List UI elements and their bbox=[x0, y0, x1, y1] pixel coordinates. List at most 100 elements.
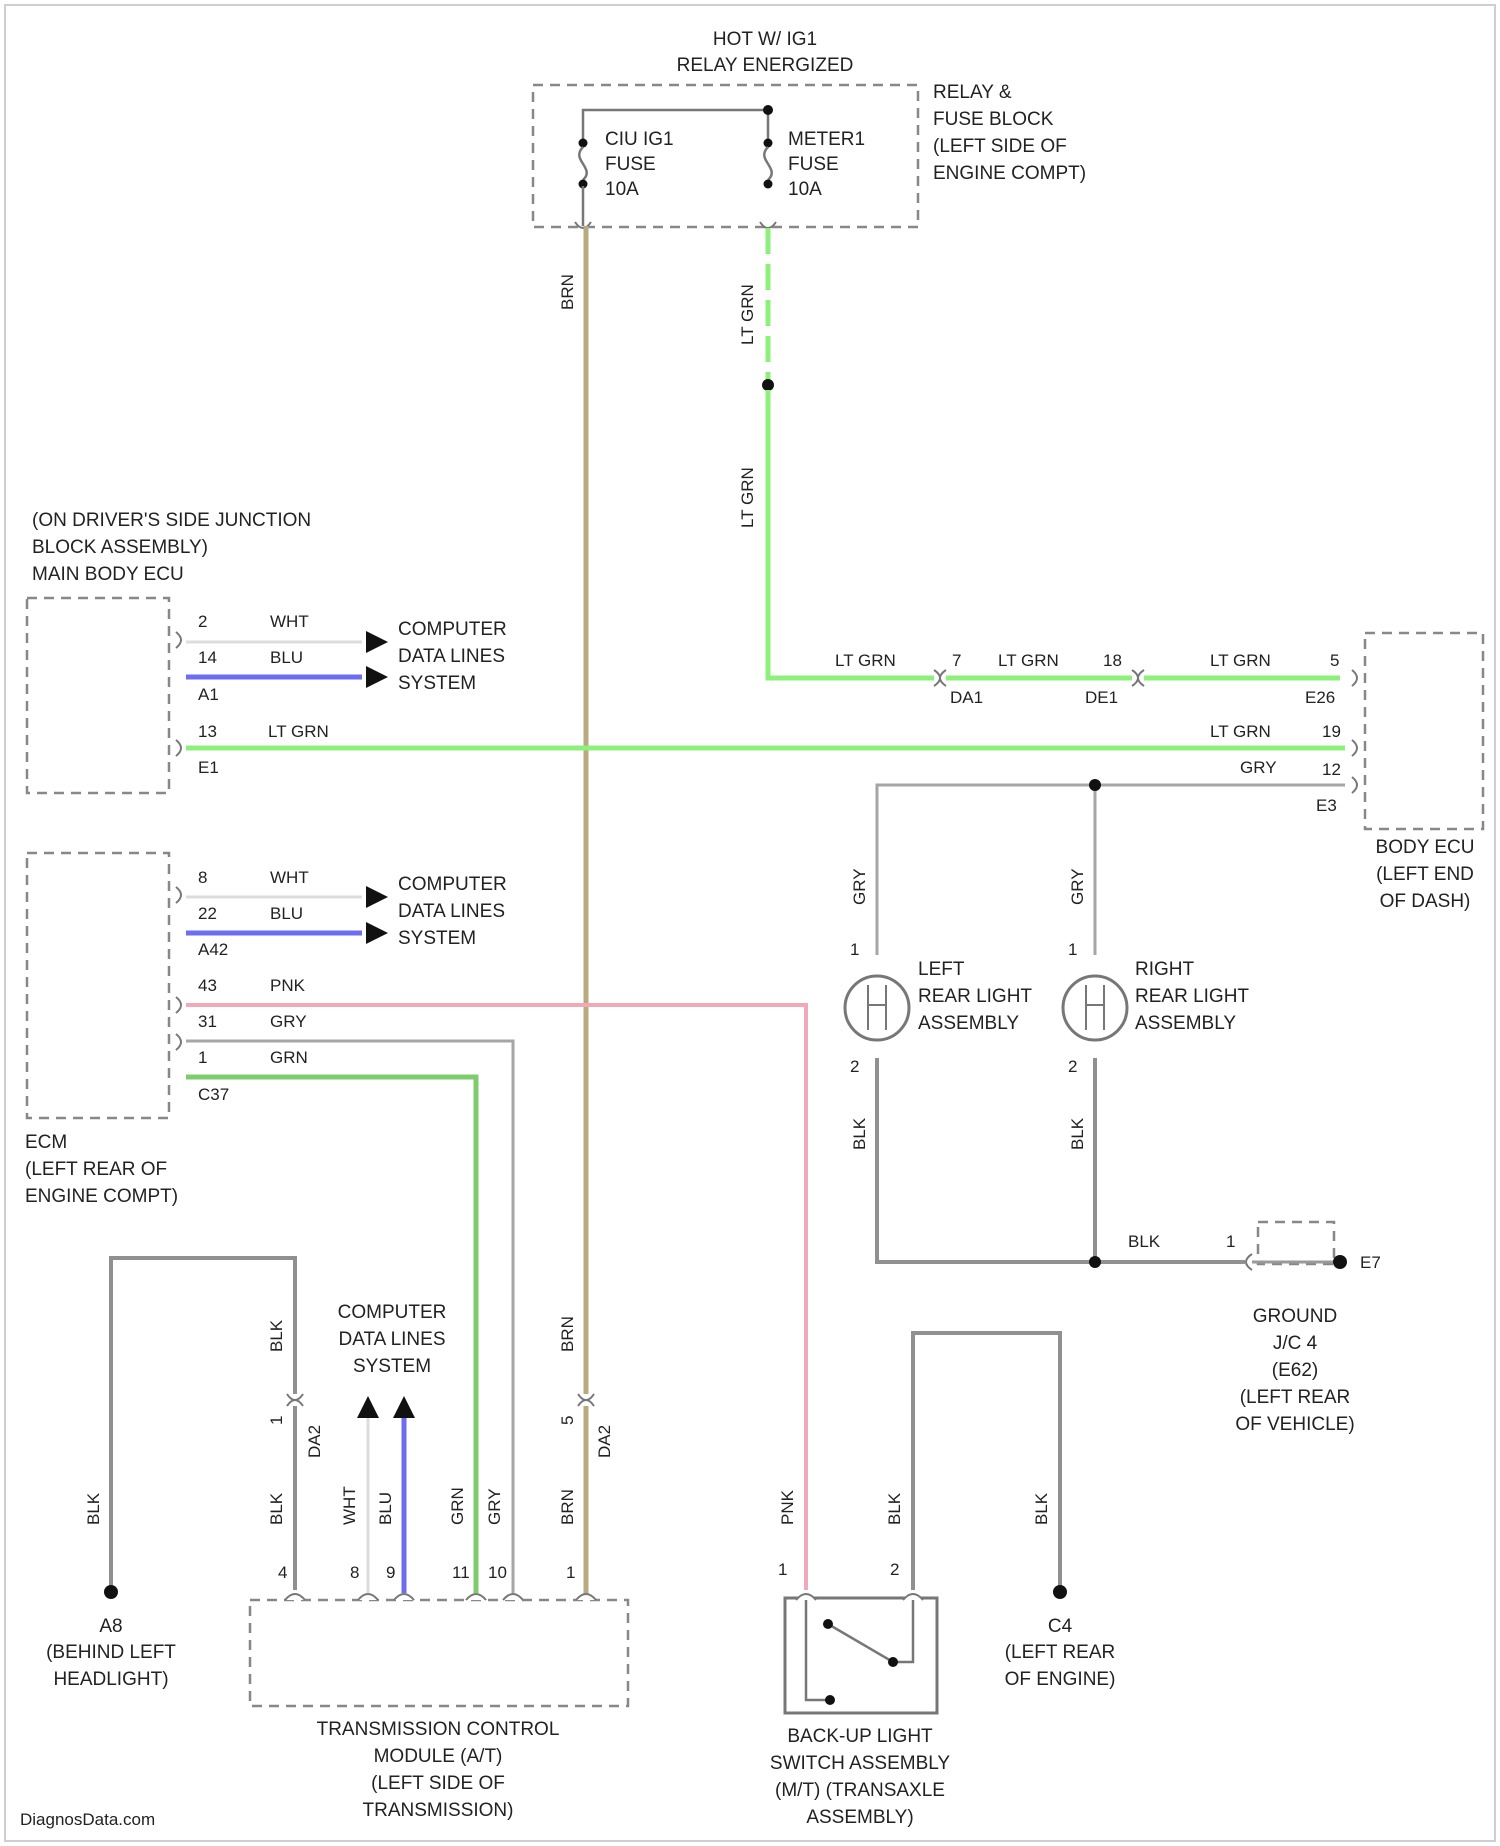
ecm-conn-a42: A42 bbox=[198, 940, 228, 959]
grn-tcm-label: GRN bbox=[448, 1487, 467, 1525]
ground-e7-label-line: J/C 4 bbox=[1273, 1333, 1318, 1354]
connector-da1-icon bbox=[934, 670, 946, 686]
ecm-conn-c37: C37 bbox=[198, 1085, 229, 1104]
tcm-pin-11: 11 bbox=[452, 1563, 470, 1582]
pnk-sw-label: PNK bbox=[778, 1489, 797, 1525]
ecm-connector-c bbox=[176, 1034, 181, 1050]
body-conn-e26: E26 bbox=[1305, 688, 1335, 707]
blk-sw-label: BLK bbox=[885, 1492, 904, 1525]
relay-fuse-block-label-line: (LEFT SIDE OF bbox=[933, 136, 1067, 157]
ecm-wht-arrow-icon bbox=[366, 886, 388, 908]
blk-tcm-top-label: BLK bbox=[267, 1319, 286, 1352]
switch-pivot-dot bbox=[823, 1619, 833, 1629]
mb-pin-2: 2 bbox=[198, 612, 207, 631]
mb-blu-arrow-icon bbox=[366, 666, 388, 688]
tcm-label-line: TRANSMISSION) bbox=[363, 1800, 514, 1821]
ecm-pin-8: 8 bbox=[198, 868, 207, 887]
switch-base-dot bbox=[825, 1695, 835, 1705]
da1-pin: 7 bbox=[952, 651, 961, 670]
mb-computer-data-label-line: DATA LINES bbox=[398, 646, 505, 667]
blk-right-label: BLK bbox=[1068, 1117, 1087, 1150]
connector-da2-left bbox=[287, 1394, 303, 1406]
right-lamp-label-line: REAR LIGHT bbox=[1135, 986, 1249, 1007]
mb-conn-a1: A1 bbox=[198, 685, 219, 704]
relay-fuse-block-label-line: FUSE BLOCK bbox=[933, 109, 1054, 130]
blk-left-label: BLK bbox=[850, 1117, 869, 1150]
ground-a8-label-line: (BEHIND LEFT bbox=[46, 1642, 176, 1663]
gry-tcm-label: GRY bbox=[485, 1488, 504, 1525]
ltgrn-label-h2: LT GRN bbox=[998, 651, 1059, 670]
tcm-connector-5 bbox=[503, 1594, 523, 1600]
fuse-ciu-icon bbox=[579, 147, 587, 180]
blk-c4-label: BLK bbox=[1032, 1492, 1051, 1525]
tcm-computer-data-label-line: SYSTEM bbox=[353, 1356, 431, 1377]
gry-body-label: GRY bbox=[1240, 758, 1277, 777]
de1-label: DE1 bbox=[1085, 688, 1118, 707]
tcm-box bbox=[250, 1600, 628, 1706]
gry-wire-body bbox=[877, 785, 1345, 955]
gry-right-label: GRY bbox=[1068, 868, 1087, 905]
tcm-blu-arrow-icon bbox=[393, 1396, 415, 1418]
tcm-pin-1: 1 bbox=[566, 1563, 575, 1582]
tcm-pin-4: 4 bbox=[278, 1563, 287, 1582]
ground-e7-box bbox=[1258, 1222, 1334, 1264]
left-lamp-label-line: ASSEMBLY bbox=[918, 1013, 1019, 1034]
body-ecu-label-line: BODY ECU bbox=[1376, 837, 1475, 858]
ecm-wire-wht: WHT bbox=[270, 868, 309, 887]
ecm-label: ECM(LEFT REAR OFENGINE COMPT) bbox=[25, 1132, 178, 1207]
fuse-meter-bot-dot bbox=[764, 180, 773, 189]
da2b-label: DA2 bbox=[595, 1425, 614, 1458]
ltgrn-wire-vertical bbox=[768, 390, 1340, 678]
ltgrn-label-h1: LT GRN bbox=[835, 651, 896, 670]
body-pin-19: 19 bbox=[1322, 722, 1341, 741]
fuse-ciu-label-line: CIU IG1 bbox=[605, 129, 674, 150]
fuse-meter-label-line: FUSE bbox=[788, 154, 839, 175]
mb-wire-wht: WHT bbox=[270, 612, 309, 631]
main-body-ecu-label-line: MAIN BODY ECU bbox=[32, 564, 184, 585]
fuse-ciu-top-dot bbox=[579, 139, 588, 148]
tcm-pin-row: 4 8 9 11 10 1 bbox=[278, 1563, 575, 1582]
backup-switch-label-line: BACK-UP LIGHT bbox=[787, 1726, 933, 1747]
tcm-label-line: MODULE (A/T) bbox=[374, 1746, 503, 1767]
tcm-computer-data-label-line: COMPUTER bbox=[338, 1302, 447, 1323]
da2-pin: 1 bbox=[267, 1416, 286, 1425]
ecm-computer-data-label-line: SYSTEM bbox=[398, 928, 476, 949]
de1-pin: 18 bbox=[1103, 651, 1122, 670]
brn-tcm-top-label: BRN bbox=[558, 1316, 577, 1352]
right-lamp-pin-2: 2 bbox=[1068, 1057, 1077, 1076]
body-connector-2 bbox=[1352, 740, 1357, 756]
mb-conn-e1: E1 bbox=[198, 758, 219, 777]
body-ecu-label-line: (LEFT END bbox=[1376, 864, 1474, 885]
header-hot-text: HOT W/ IG1 bbox=[713, 29, 817, 50]
ecm-pin-31: 31 bbox=[198, 1012, 217, 1031]
switch-contact-icon bbox=[806, 1600, 913, 1700]
sw-pin-2: 2 bbox=[890, 1560, 899, 1579]
left-lamp-pin-1: 1 bbox=[850, 940, 859, 959]
tcm-computer-data-label-line: DATA LINES bbox=[339, 1329, 446, 1350]
fuse-meter-label-line: 10A bbox=[788, 179, 822, 200]
main-body-ecu-label-line: BLOCK ASSEMBLY) bbox=[32, 537, 208, 558]
ecm-label-line: ENGINE COMPT) bbox=[25, 1186, 178, 1207]
relay-fuse-block-label-line: ENGINE COMPT) bbox=[933, 163, 1086, 184]
left-lamp-label-line: LEFT bbox=[918, 959, 965, 980]
left-lamp-label-line: REAR LIGHT bbox=[918, 986, 1032, 1007]
diagram-frame bbox=[5, 5, 1495, 1841]
ground-e7-label-line: (LEFT REAR bbox=[1240, 1387, 1351, 1408]
sw-connector-2 bbox=[903, 1594, 923, 1600]
gry-splice-dot bbox=[1089, 779, 1101, 791]
mb-wire-ltgrn: LT GRN bbox=[268, 722, 329, 741]
body-ecu-box bbox=[1365, 633, 1483, 829]
ground-c4-label-line: OF ENGINE) bbox=[1005, 1669, 1116, 1690]
connector-da2-right bbox=[578, 1394, 594, 1406]
tcm-connector-6 bbox=[576, 1594, 596, 1600]
tcm-connector-2 bbox=[358, 1594, 378, 1600]
fuse-meter-label-line: METER1 bbox=[788, 129, 865, 150]
backup-switch-label-line: ASSEMBLY) bbox=[806, 1807, 913, 1828]
ecm-wire-pnk: PNK bbox=[270, 976, 306, 995]
